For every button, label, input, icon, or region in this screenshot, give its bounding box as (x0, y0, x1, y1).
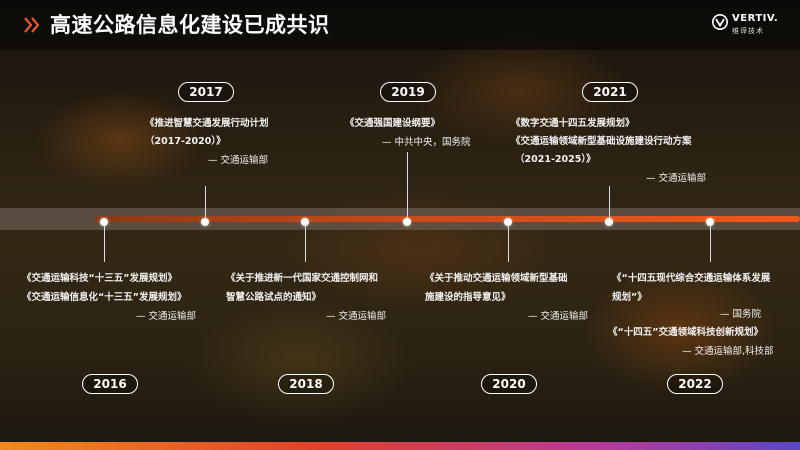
event-2019-issuer: — 中共中央，国务院 (382, 137, 471, 148)
event-2022-issuer-2: — 交通运输部,科技部 (682, 346, 774, 357)
event-2022-title-2: 规划”》 (612, 292, 647, 303)
header-band (0, 0, 800, 50)
event-2021-title-2: 《交通运输领域新型基础设施建设行动方案 (511, 136, 692, 147)
stem-2020 (508, 226, 509, 262)
bottom-gradient-bar (0, 442, 800, 450)
event-2018-title-2: 智慧公路试点的通知》 (226, 292, 322, 303)
timeline-dot-2019 (403, 218, 411, 226)
event-2018-issuer: — 交通运输部 (326, 311, 387, 322)
year-pill-2016: 2016 (82, 374, 138, 394)
stem-2018 (305, 226, 306, 262)
event-2019-title: 《交通强国建设纲要》 (345, 118, 441, 129)
year-pill-2021: 2021 (582, 82, 638, 102)
stem-2022 (710, 226, 711, 262)
event-2022-title-3: 《“十四五”交通领域科技创新规划》 (608, 327, 763, 338)
event-2018-title: 《关于推进新一代国家交通控制网和 (226, 273, 379, 284)
year-pill-2018: 2018 (278, 374, 334, 394)
year-pill-2020: 2020 (481, 374, 537, 394)
year-pill-2019: 2019 (380, 82, 436, 102)
brand-name: VERTIV. (732, 13, 779, 24)
stem-2021 (609, 186, 610, 220)
event-2021-issuer: — 交通运输部 (646, 173, 707, 184)
event-2021-title-3: （2021-2025）》 (515, 154, 596, 165)
stem-2017 (205, 186, 206, 220)
event-2016-title: 《交通运输科技“十三五”发展规划》 (22, 273, 177, 284)
event-2020-issuer: — 交通运输部 (528, 311, 589, 322)
event-2017-title: 《推进智慧交通发展行动计划 (145, 118, 269, 129)
event-2016-title-2: 《交通运输信息化“十三五”发展规划》 (22, 292, 187, 303)
timeline-dot-2017 (201, 218, 209, 226)
year-pill-2017: 2017 (178, 82, 234, 102)
event-2017-title-cont: （2017-2020）》 (145, 136, 226, 147)
event-2020-title-2: 施建设的指导意见》 (425, 292, 511, 303)
stem-2016 (104, 226, 105, 262)
brand-subtitle: 维谛技术 (732, 27, 764, 35)
event-2020-title: 《关于推动交通运输领域新型基础 (425, 273, 568, 284)
event-2016-issuer: — 交通运输部 (136, 311, 197, 322)
event-2022-issuer-1: — 国务院 (720, 309, 762, 320)
event-2022-title: 《“十四五现代综合交通运输体系发展 (612, 273, 771, 284)
timeline-line (95, 216, 800, 222)
timeline-dot-2020 (504, 218, 512, 226)
double-arrow-icon (24, 17, 40, 33)
timeline-dot-2016 (100, 218, 108, 226)
event-2021-title: 《数字交通十四五发展规划》 (511, 118, 635, 129)
vertiv-logo-icon (712, 14, 728, 30)
timeline-dot-2022 (706, 218, 714, 226)
brand-logo: VERTIV. 维谛技术 (712, 12, 782, 38)
stem-2019 (407, 152, 408, 220)
timeline-dot-2021 (605, 218, 613, 226)
timeline-dot-2018 (301, 218, 309, 226)
year-pill-2022: 2022 (667, 374, 723, 394)
page-title: 高速公路信息化建设已成共识 (50, 13, 330, 37)
event-2017-issuer: — 交通运输部 (208, 155, 269, 166)
